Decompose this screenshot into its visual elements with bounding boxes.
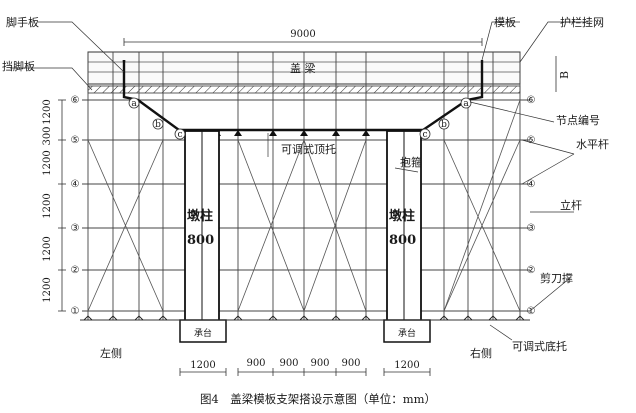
- level-left-2: ②: [71, 265, 80, 276]
- left-dim-1: 1200: [42, 277, 53, 302]
- right-pier-size: 800: [389, 233, 416, 248]
- label-scissor-brace: 剪刀撑: [540, 271, 573, 285]
- right-pier: [386, 130, 422, 322]
- base-supports: [83, 315, 525, 321]
- left-dim-6: 1200: [42, 99, 53, 124]
- node-b-left: b: [155, 120, 161, 130]
- left-pier-size: 800: [187, 233, 214, 248]
- label-horizontal-bar: 水平杆: [576, 137, 609, 151]
- top-dimension: [123, 38, 483, 46]
- node-markers: [128, 97, 472, 140]
- bottom-dim-1: 1200: [190, 360, 215, 371]
- level-right-2: ②: [527, 265, 536, 276]
- bottom-dim-4: 900: [310, 358, 329, 369]
- horizontal-bars: [82, 99, 530, 312]
- level-left-1: ①: [71, 306, 80, 317]
- node-c-right: c: [422, 130, 427, 140]
- level-left-5: ⑤: [71, 135, 80, 146]
- node-b-right: b: [441, 120, 447, 130]
- left-dim-4: 1200: [42, 150, 53, 175]
- bottom-dim-2: 900: [246, 358, 265, 369]
- bottom-dim-5: 900: [341, 358, 360, 369]
- label-scaffold-board: 脚手板: [6, 15, 39, 29]
- left-dim-5: 300: [42, 126, 53, 145]
- top-dimension-value: 9000: [290, 29, 315, 40]
- vertical-bars: [87, 52, 521, 320]
- left-pier-label: 墩柱: [187, 208, 213, 224]
- label-toe-board: 挡脚板: [2, 59, 35, 73]
- label-formwork: 模板: [494, 15, 516, 29]
- label-node-number: 节点编号: [556, 113, 600, 127]
- label-left-side: 左侧: [100, 347, 122, 360]
- level-left-6: ⑥: [71, 95, 80, 106]
- right-pier-label: 墩柱: [389, 208, 415, 224]
- label-vertical-bar: 立杆: [560, 198, 582, 212]
- b-marker: B: [558, 71, 571, 79]
- label-hoop: 抱箍: [400, 155, 422, 169]
- label-adjustable-top-support: 可调式顶托: [281, 142, 336, 156]
- node-a-left: a: [131, 99, 137, 109]
- left-pier: [184, 130, 220, 322]
- bottom-dim-3: 900: [279, 358, 298, 369]
- scissor-braces: [87, 99, 521, 312]
- node-c-left: c: [177, 130, 182, 140]
- left-dimension-line: [58, 99, 66, 312]
- level-left-3: ③: [71, 223, 80, 234]
- figure-caption: 图4 盖梁模板支架搭设示意图（单位：mm）: [200, 392, 436, 406]
- level-right-3: ③: [527, 223, 536, 234]
- level-right-1: ①: [527, 306, 536, 317]
- node-a-right: a: [463, 99, 469, 109]
- bottom-dimension-lines: [179, 368, 431, 376]
- left-dim-3: 1200: [42, 193, 53, 218]
- bottom-dim-6: 1200: [394, 360, 419, 371]
- label-adjustable-base-support: 可调式底托: [512, 339, 567, 353]
- left-dim-2: 1200: [42, 236, 53, 261]
- label-guardrail-net: 护栏挂网: [560, 15, 604, 29]
- level-left-4: ④: [71, 179, 80, 190]
- leader-lines: [10, 21, 588, 341]
- label-right-side: 右侧: [470, 346, 492, 360]
- level-right-4: ④: [527, 179, 536, 190]
- left-pile-cap-label: 承台: [194, 327, 212, 339]
- right-pile-cap-label: 承台: [398, 327, 416, 339]
- level-right-5: ⑤: [527, 135, 536, 146]
- formwork-outline: [122, 60, 484, 132]
- level-right-6: ⑥: [527, 95, 536, 106]
- label-cap-beam: 盖 梁: [290, 61, 316, 75]
